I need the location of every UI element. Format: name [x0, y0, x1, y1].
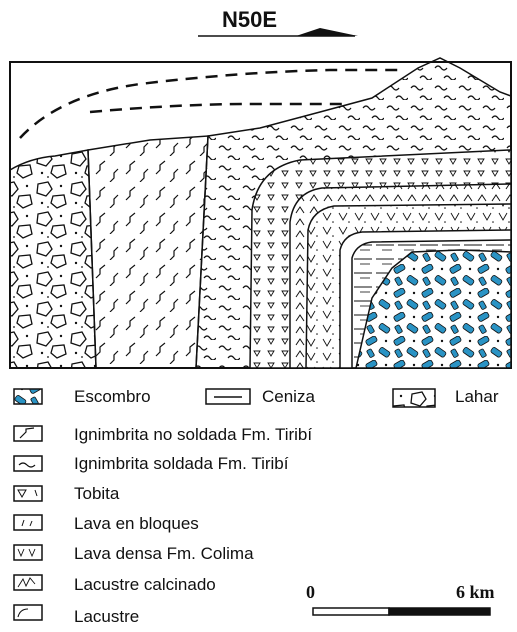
legend-item-escombro: Escombro	[14, 387, 151, 406]
legend-item-lacustre: Lacustre	[14, 605, 139, 626]
legend-label-lahar: Lahar	[455, 387, 499, 406]
legend-item-lava-en-bloques: Lava en bloques	[14, 514, 199, 533]
legend-swatch-lava-densa	[14, 545, 42, 560]
legend-item-ignimbrita-no-soldada: Ignimbrita no soldada Fm. Tiribí	[14, 425, 312, 444]
unit-ignimbrita-no-soldada	[88, 136, 208, 368]
legend-swatch-lahar	[393, 389, 435, 407]
legend-label-lacustre: Lacustre	[74, 607, 139, 626]
legend-item-lahar: Lahar	[393, 387, 499, 407]
legend-swatch-lacustre	[14, 605, 42, 620]
legend-label-lava-en-bloques: Lava en bloques	[74, 514, 199, 533]
cross-section	[10, 58, 511, 368]
legend-label-ignimbrita-soldada: Ignimbrita soldada Fm. Tiribí	[74, 454, 289, 473]
unit-lahar	[10, 150, 96, 368]
legend-swatch-escombro	[14, 389, 42, 404]
legend-item-lava-densa: Lava densa Fm. Colima	[14, 544, 254, 563]
legend-label-escombro: Escombro	[74, 387, 151, 406]
legend-swatch-tobita	[14, 486, 42, 501]
legend-label-ignimbrita-no-soldada: Ignimbrita no soldada Fm. Tiribí	[74, 425, 312, 444]
scale-bar: 0 6 km	[306, 582, 495, 615]
orientation-label: N50E	[222, 7, 277, 32]
legend-label-tobita: Tobita	[74, 484, 120, 503]
eroded-profile-inner	[90, 104, 345, 112]
legend-item-lacustre-calcinado: Lacustre calcinado	[14, 575, 216, 594]
legend-swatch-lava-en-bloques	[14, 515, 42, 530]
legend-item-tobita: Tobita	[14, 484, 120, 503]
legend-item-ignimbrita-soldada: Ignimbrita soldada Fm. Tiribí	[14, 454, 289, 473]
legend-item-ceniza: Ceniza	[206, 387, 315, 406]
legend-swatch-ignimbrita-soldada	[14, 456, 42, 471]
scale-end-label: 6 km	[456, 582, 495, 602]
scale-bar-segment-filled	[389, 608, 490, 615]
scale-start-label: 0	[306, 582, 315, 602]
legend: Escombro Ceniza Lahar Ignimbrita no sold…	[14, 387, 499, 626]
scale-bar-segment-open	[313, 608, 389, 615]
legend-label-lacustre-calcinado: Lacustre calcinado	[74, 575, 216, 594]
legend-label-ceniza: Ceniza	[262, 387, 315, 406]
legend-label-lava-densa: Lava densa Fm. Colima	[74, 544, 254, 563]
